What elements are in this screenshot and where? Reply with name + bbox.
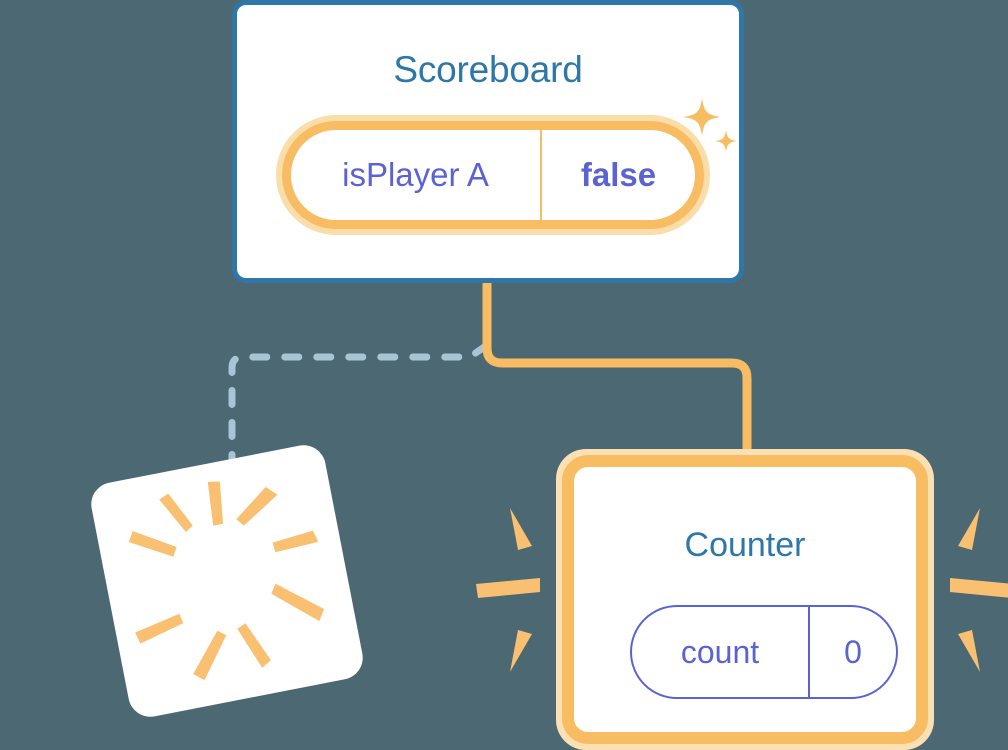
connector-scoreboard-to-flash-card — [228, 341, 491, 466]
scoreboard-pill-key: isPlayer A — [342, 156, 489, 193]
counter-card[interactable]: Counter count 0 — [556, 449, 934, 750]
scoreboard-card[interactable]: Scoreboard isPlayer A false — [232, 0, 744, 283]
scoreboard-prop-pill[interactable]: isPlayer A false — [276, 115, 710, 235]
counter-title: Counter — [684, 526, 806, 564]
scoreboard-title: Scoreboard — [393, 49, 583, 90]
sparkle-icon — [683, 98, 737, 152]
flash-card-burst-icon — [128, 481, 325, 681]
scoreboard-pill-divider — [540, 130, 542, 220]
scoreboard-pill-value: false — [580, 156, 657, 193]
counter-pill-key: count — [680, 633, 760, 670]
burst-rays-left — [476, 508, 540, 672]
flash-card[interactable] — [87, 441, 367, 721]
counter-pill-divider — [808, 607, 810, 697]
burst-rays-right — [950, 508, 1008, 672]
counter-pill-value: 0 — [844, 633, 862, 670]
counter-prop-pill[interactable]: count 0 — [630, 605, 898, 699]
connector-scoreboard-to-counter — [482, 283, 752, 470]
